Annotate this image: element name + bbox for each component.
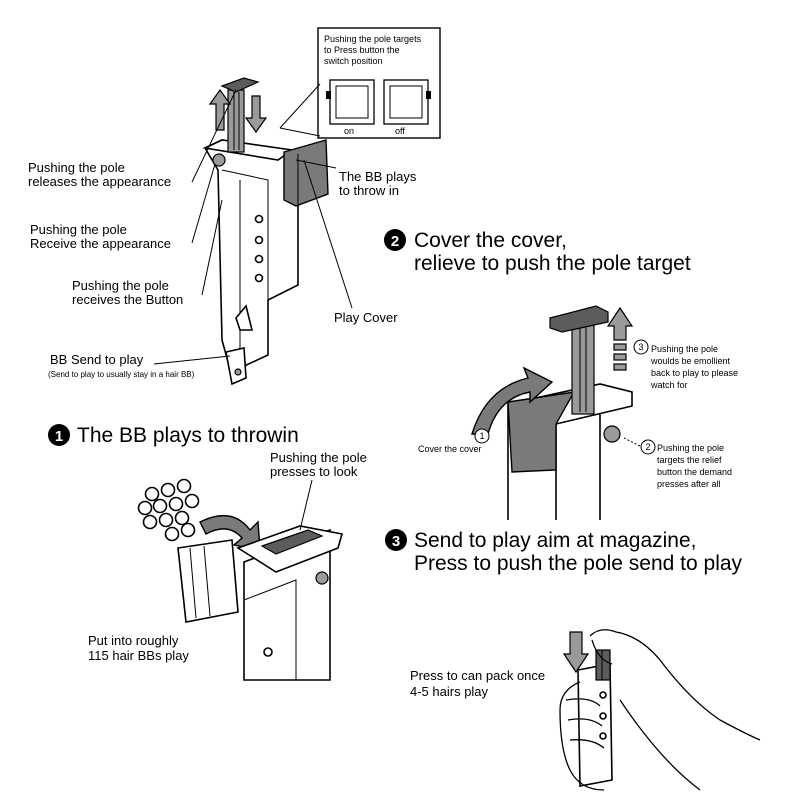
step-2-marker-3 bbox=[633, 339, 649, 355]
switch-position-inset: Pushing the pole targets to Press button… bbox=[317, 27, 441, 139]
step-2-heading-line-1: Cover the cover, bbox=[414, 229, 567, 252]
step-2-marker-2 bbox=[640, 439, 656, 455]
switch-caption-line-2: to Press button the bbox=[324, 45, 400, 55]
down-arrow-icon bbox=[244, 95, 268, 134]
step-1-header: 1 The BB plays to throwin bbox=[48, 424, 299, 447]
relief-button bbox=[603, 425, 621, 443]
receive-label-line-2: Receive the appearance bbox=[30, 236, 171, 251]
step-3-badge bbox=[385, 529, 407, 551]
play-cover-label: Play Cover bbox=[334, 310, 398, 325]
switch-on-label: on bbox=[344, 126, 354, 136]
send-note: (Send to play to usually stay in a hair … bbox=[48, 370, 195, 379]
step-2-marker-2-number: 2 bbox=[645, 442, 650, 452]
step-1-capacity-label-line-1: Put into roughly bbox=[88, 633, 179, 648]
throw-in-label-line-1: The BB plays bbox=[339, 169, 417, 184]
up-arrow-icon bbox=[208, 88, 232, 131]
step-2-cover-label: Cover the cover bbox=[418, 444, 482, 454]
step-3-drawing bbox=[559, 629, 761, 791]
step-1-badge bbox=[48, 424, 70, 446]
step-2-marker-3-number: 3 bbox=[638, 342, 643, 352]
step-1-capacity-label-line-2: 115 hair BBs play bbox=[88, 648, 189, 663]
send-label: BB Send to play bbox=[50, 352, 144, 367]
step-1-heading: The BB plays to throwin bbox=[77, 424, 299, 447]
switch-caption-line-1: Pushing the pole targets bbox=[324, 34, 422, 44]
step-3-heading-line-1: Send to play aim at magazine, bbox=[414, 529, 697, 552]
step-3-pack-label-line-1: Press to can pack once bbox=[410, 668, 545, 683]
step-3-number: 3 bbox=[392, 533, 400, 550]
button-label-line-1: Pushing the pole bbox=[72, 278, 169, 293]
release-button bbox=[212, 153, 226, 167]
step-3-down-arrow-icon bbox=[562, 631, 590, 674]
switch-caption-line-3: switch position bbox=[324, 56, 383, 66]
switch-off-label: off bbox=[395, 126, 405, 136]
step-2-relief-label-line-1: Pushing the pole bbox=[657, 443, 724, 453]
step-2-relief-label-line-4: presses after all bbox=[657, 479, 721, 489]
step-1-drawing bbox=[137, 478, 344, 681]
step-2-relief-label-line-2: targets the relief bbox=[657, 455, 722, 465]
step-2-back-label-line-4: watch for bbox=[650, 380, 688, 390]
release-label-line-1: Pushing the pole bbox=[28, 160, 125, 175]
step-2-relief-label-line-3: button the demand bbox=[657, 467, 732, 477]
step-1-press-label-line-2: presses to look bbox=[270, 464, 358, 479]
step-2-curved-arrow-icon bbox=[471, 366, 554, 435]
step-2-up-arrow-icon bbox=[606, 306, 634, 371]
loader-overview-drawing bbox=[202, 77, 329, 386]
step-2-number: 2 bbox=[391, 233, 399, 250]
release-label-line-2: releases the appearance bbox=[28, 174, 171, 189]
step-1-press-label-line-1: Pushing the pole bbox=[270, 450, 367, 465]
step-2-badge bbox=[384, 229, 406, 251]
throw-in-cover bbox=[283, 139, 329, 207]
step-2-drawing bbox=[471, 305, 634, 520]
step-2-header: 2 Cover the cover, relieve to push the p… bbox=[384, 229, 691, 275]
step-3-header: 3 Send to play aim at magazine, Press to… bbox=[385, 529, 743, 575]
step-3-heading-line-2: Press to push the pole send to play bbox=[414, 552, 743, 575]
step-2-marker-1-number: 1 bbox=[479, 431, 484, 441]
button-label-line-2: receives the Button bbox=[72, 292, 183, 307]
plunger-pole bbox=[220, 77, 260, 153]
step-2-grey-cover bbox=[507, 391, 576, 473]
throw-in-label-line-2: to throw in bbox=[339, 183, 399, 198]
step-2-marker-1 bbox=[474, 428, 490, 444]
bb-pellets bbox=[137, 478, 200, 542]
step-1-number: 1 bbox=[55, 428, 63, 445]
step-2-back-label-line-1: Pushing the pole bbox=[651, 344, 718, 354]
step-2-back-label-line-3: back to play to please bbox=[651, 368, 738, 378]
step-2-back-label-line-2: woulds be emollient bbox=[650, 356, 731, 366]
step-3-pack-label-line-2: 4-5 hairs play bbox=[410, 684, 489, 699]
receive-label-line-1: Pushing the pole bbox=[30, 222, 127, 237]
step-2-heading-line-2: relieve to push the pole target bbox=[414, 252, 691, 275]
